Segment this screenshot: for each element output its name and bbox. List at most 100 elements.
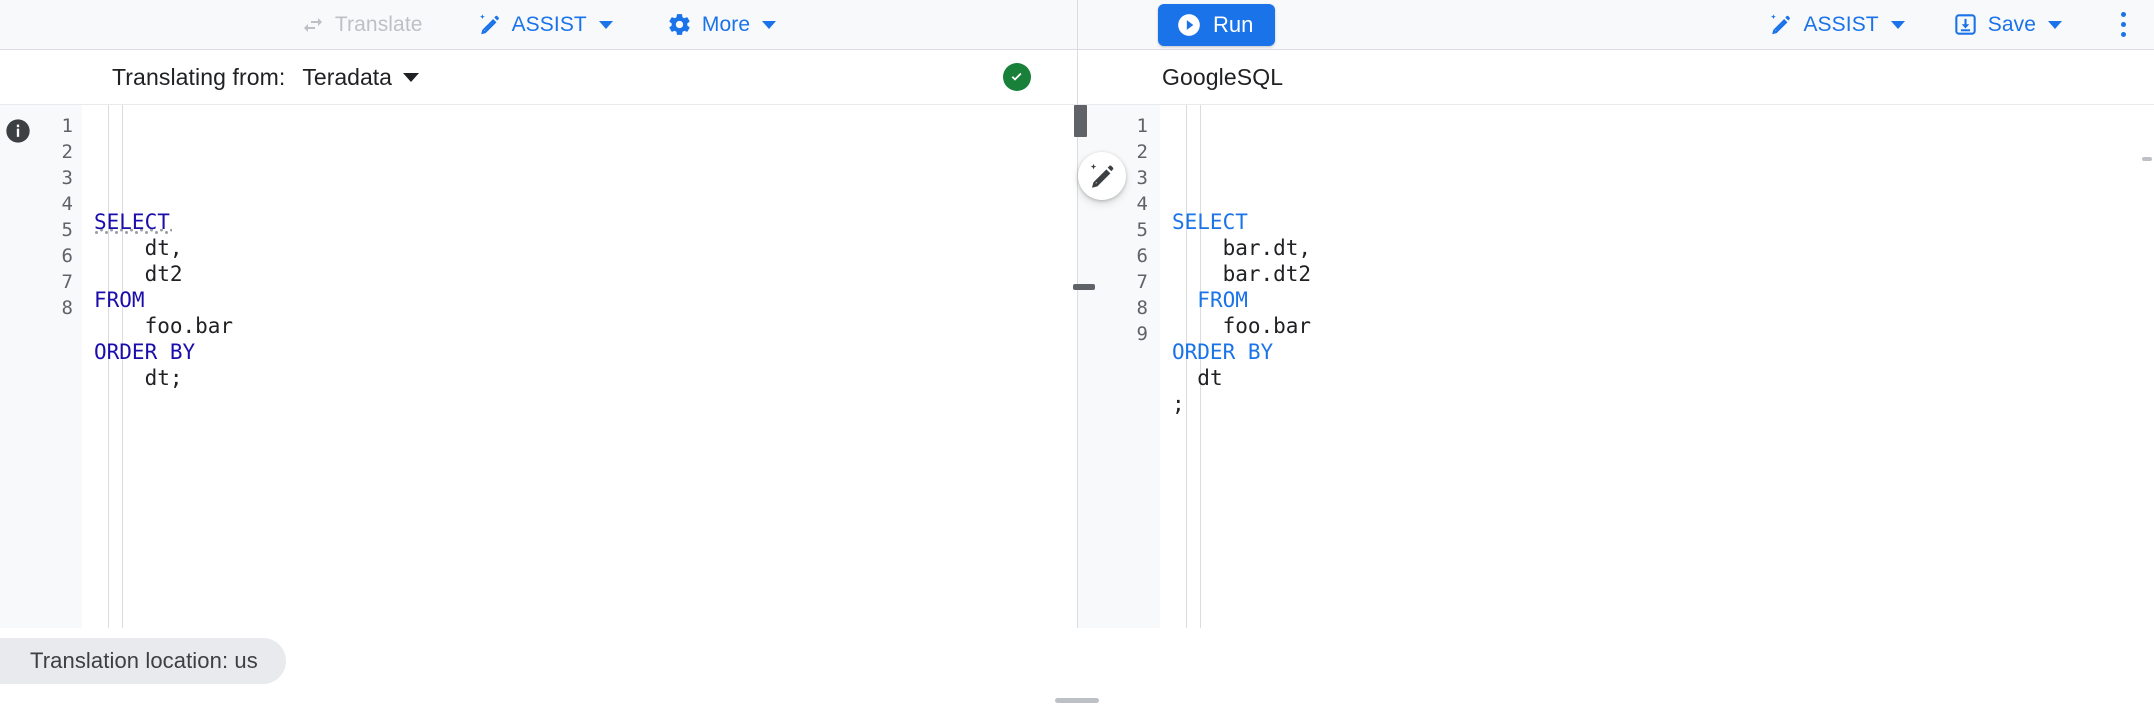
sql-text: dt; bbox=[144, 366, 183, 390]
code-line: ORDER BY bbox=[1172, 339, 2154, 365]
translate-label: Translate bbox=[334, 12, 423, 36]
code-line: SELECT bbox=[1172, 209, 2154, 235]
sql-text: dt2 bbox=[144, 262, 183, 286]
pane-splitter[interactable] bbox=[1070, 50, 1095, 628]
source-line-numbers: 1 2 3 4 5 6 7 8 bbox=[36, 105, 82, 628]
sql-keyword: FROM bbox=[1197, 288, 1248, 312]
check-circle-icon bbox=[1011, 72, 1022, 81]
sql-keyword: ORDER BY bbox=[1172, 340, 1274, 364]
line-number: 4 bbox=[1136, 193, 1148, 215]
target-assist-button[interactable]: ASSIST bbox=[1758, 7, 1914, 43]
line-number: 7 bbox=[1136, 271, 1148, 293]
source-toolbar: Translate ASSIST More bbox=[0, 0, 1078, 50]
line-number: 1 bbox=[1136, 115, 1148, 137]
line-number: 5 bbox=[61, 219, 73, 241]
chevron-down-icon bbox=[598, 20, 613, 29]
code-line: ; bbox=[1172, 391, 2154, 417]
sql-text: bar.dt2 bbox=[1222, 262, 1312, 286]
code-line: SELECT bbox=[94, 209, 1077, 235]
top-toolbar: Translate ASSIST More bbox=[0, 0, 2154, 50]
translation-location-chip: Translation location: us bbox=[0, 638, 286, 684]
sql-text: ; bbox=[1172, 392, 1185, 416]
chevron-down-icon bbox=[2048, 20, 2062, 29]
chevron-down-icon bbox=[762, 20, 777, 29]
translate-button[interactable]: Translate bbox=[291, 7, 433, 43]
target-pane-header: GoogleSQL bbox=[1078, 50, 2154, 105]
vertical-scrollbar[interactable] bbox=[2142, 157, 2152, 161]
code-line: foo.bar bbox=[94, 313, 1077, 339]
sql-keyword: SELECT bbox=[1172, 210, 1248, 234]
gear-icon bbox=[667, 12, 692, 37]
line-number: 3 bbox=[61, 167, 73, 189]
line-number: 2 bbox=[1136, 141, 1148, 163]
source-info-column bbox=[0, 105, 36, 628]
source-dialect-value: Teradata bbox=[302, 63, 392, 90]
code-line bbox=[1172, 417, 2154, 443]
code-line: FROM bbox=[1172, 287, 2154, 313]
sql-text: foo.bar bbox=[1222, 314, 1312, 338]
source-dialect-select[interactable]: Teradata bbox=[302, 64, 419, 91]
magic-pencil-icon bbox=[1768, 12, 1793, 37]
sql-keyword: FROM bbox=[94, 288, 145, 312]
status-bar: Translation location: us bbox=[0, 628, 2154, 712]
line-number: 2 bbox=[61, 141, 73, 163]
save-label: Save bbox=[1987, 12, 2036, 36]
source-pane: Translating from: Teradata bbox=[0, 50, 1078, 628]
code-line: ORDER BY bbox=[94, 339, 1077, 365]
code-line: dt2 bbox=[94, 261, 1077, 287]
info-icon[interactable] bbox=[4, 117, 32, 145]
chevron-down-icon bbox=[1890, 20, 1905, 29]
target-editor[interactable]: 1 2 3 4 5 6 7 8 9 SELECT bar.dt, bar.dt2 FROM fo… bbox=[1078, 105, 2154, 628]
magic-pencil-icon bbox=[1090, 163, 1114, 188]
line-number: 6 bbox=[61, 245, 73, 267]
line-number: 1 bbox=[61, 115, 73, 137]
swap-horizontal-icon bbox=[301, 13, 325, 37]
run-label: Run bbox=[1213, 11, 1254, 37]
bottom-resize-handle[interactable] bbox=[1055, 698, 1099, 703]
line-number: 3 bbox=[1136, 167, 1148, 189]
line-number: 8 bbox=[1136, 297, 1148, 319]
source-pane-header: Translating from: Teradata bbox=[0, 50, 1077, 105]
splitter-handle-top[interactable] bbox=[1074, 105, 1087, 137]
line-number: 8 bbox=[61, 297, 73, 319]
translating-from-label: Translating from: bbox=[112, 63, 286, 90]
code-line: dt bbox=[1172, 365, 2154, 391]
code-line: foo.bar bbox=[1172, 313, 2154, 339]
line-number: 7 bbox=[61, 271, 73, 293]
run-button[interactable]: Run bbox=[1158, 3, 1276, 46]
error-squiggle bbox=[94, 229, 172, 234]
chevron-down-icon bbox=[402, 72, 419, 82]
line-number: 5 bbox=[1136, 219, 1148, 241]
assist-fab-button[interactable] bbox=[1078, 152, 1126, 200]
sql-keyword: ORDER BY bbox=[94, 340, 196, 364]
code-line: bar.dt2 bbox=[1172, 261, 2154, 287]
more-label: More bbox=[701, 12, 751, 36]
target-toolbar: Run ASSIST bbox=[1078, 0, 2154, 50]
code-line: FROM bbox=[94, 287, 1077, 313]
editor-panes: Translating from: Teradata bbox=[0, 50, 2154, 628]
magic-pencil-icon bbox=[477, 12, 502, 37]
line-number: 6 bbox=[1136, 245, 1148, 267]
line-number: 9 bbox=[1136, 323, 1148, 345]
status-badge bbox=[1003, 63, 1031, 91]
target-dialect-label: GoogleSQL bbox=[1162, 63, 1284, 90]
save-download-icon bbox=[1953, 12, 1978, 37]
kebab-menu-icon[interactable] bbox=[2106, 5, 2140, 45]
line-number: 4 bbox=[61, 193, 73, 215]
save-button[interactable]: Save bbox=[1943, 7, 2072, 43]
play-circle-icon bbox=[1176, 12, 1202, 38]
code-line: bar.dt, bbox=[1172, 235, 2154, 261]
splitter-handle-bottom[interactable] bbox=[1073, 284, 1095, 290]
code-line: dt, bbox=[94, 235, 1077, 261]
sql-text: foo.bar bbox=[144, 314, 234, 338]
more-button[interactable]: More bbox=[657, 7, 786, 43]
source-assist-button[interactable]: ASSIST bbox=[467, 7, 623, 43]
target-assist-label: ASSIST bbox=[1803, 12, 1879, 36]
sql-text: dt, bbox=[144, 236, 183, 260]
sql-text: dt bbox=[1197, 366, 1223, 390]
code-line bbox=[94, 391, 1077, 417]
